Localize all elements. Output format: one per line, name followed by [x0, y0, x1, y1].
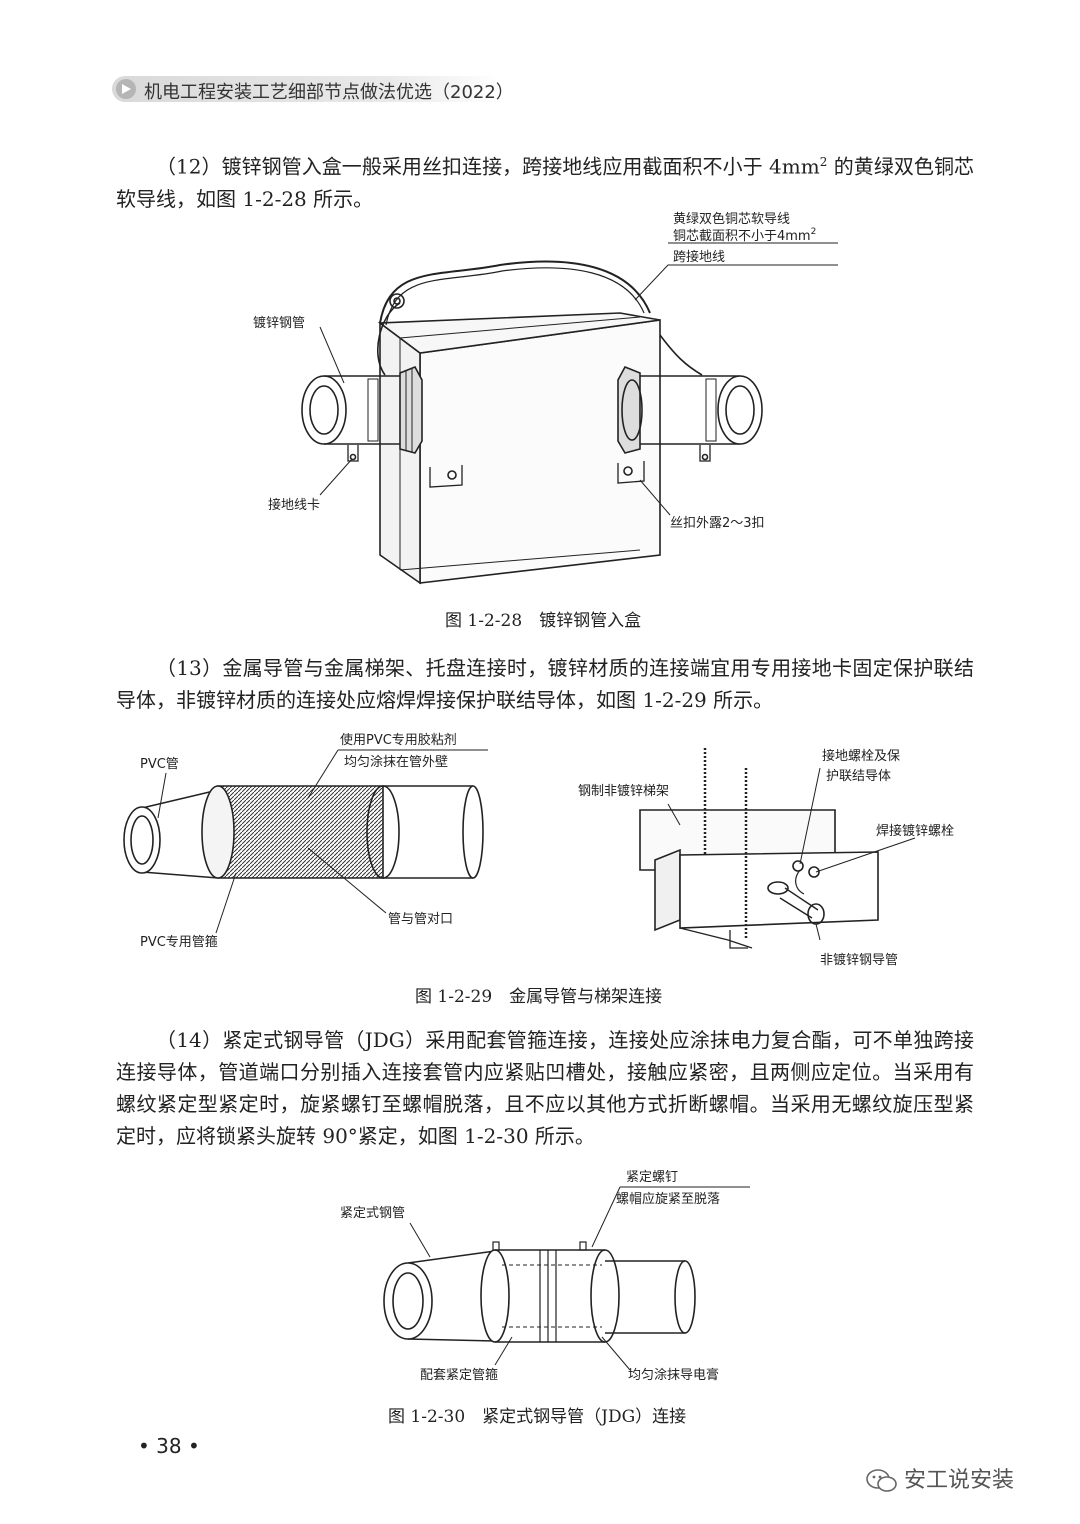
- wechat-icon: [866, 1469, 897, 1492]
- label-ground-bolt-line2: 护联结导体: [826, 769, 891, 784]
- paragraph-14: （14）紧定式钢导管（JDG）采用配套管箍连接，连接处应涂抹电力复合酯，可不单独…: [116, 1028, 974, 1148]
- figure-1-2-28: 镀锌钢管 接地线卡 丝扣外露2～3扣 黄绿双色铜芯软导线 铜芯截面积不小于4mm…: [253, 211, 838, 585]
- paragraph-12-text-b: 的黄绿双色铜芯软导线，如图 1-2-28 所示。: [116, 154, 974, 211]
- label-nongalvanized-pipe: 非镀锌钢导管: [820, 952, 898, 968]
- label-glue-line1: 使用PVC专用胶粘剂: [340, 732, 457, 748]
- label-glue-line2: 均匀涂抹在管外壁: [344, 754, 448, 770]
- label-galvanized-pipe: 镀锌钢管: [253, 315, 305, 331]
- label-wire-line1: 黄绿双色铜芯软导线: [673, 211, 790, 227]
- label-jdg-pipe: 紧定式钢管: [340, 1206, 405, 1221]
- paragraph-12: （12）镀锌钢管入盒一般采用丝扣连接，跨接地线应用截面积不小于 4mm2 的黄绿…: [116, 146, 974, 215]
- arrow-icon: [116, 79, 136, 99]
- figure-1-2-29-tray: 钢制非镀锌梯架 接地螺栓及保 护联结导体 焊接镀锌螺栓 非镀锌钢导管: [578, 748, 954, 968]
- label-wire-line2: 铜芯截面积不小于4mm2: [673, 227, 816, 244]
- paragraph-12-text-a: （12）镀锌钢管入盒一般采用丝扣连接，跨接地线应用截面积不小于 4mm: [156, 154, 820, 179]
- label-set-screw-line1: 紧定螺钉: [626, 1170, 678, 1185]
- label-ground-clamp: 接地线卡: [268, 497, 320, 513]
- paragraph-13: （13）金属导管与金属梯架、托盘连接时，镀锌材质的连接端宜用专用接地卡固定保护联…: [116, 656, 974, 712]
- label-set-screw-line2: 螺帽应旋紧至脱落: [616, 1191, 720, 1207]
- label-steel-tray: 钢制非镀锌梯架: [578, 783, 669, 799]
- figure-1-2-30: 紧定式钢管 紧定螺钉 螺帽应旋紧至脱落 配套紧定管箍 均匀涂抹导电膏: [340, 1170, 750, 1383]
- paragraph-12-superscript: 2: [819, 155, 828, 169]
- figure-1-2-29-pvc: PVC管 使用PVC专用胶粘剂 均匀涂抹在管外壁 管与管对口 PVC专用管箍: [123, 732, 488, 950]
- header-bar: [112, 76, 502, 102]
- figure-1-2-28-caption: 图 1-2-28 镀锌钢管入盒: [445, 611, 642, 631]
- watermark-text: 安工说安装: [904, 1468, 1015, 1493]
- running-header: 机电工程安装工艺细部节点做法优选（2022）: [112, 72, 514, 106]
- label-weld-bolt: 焊接镀锌螺栓: [876, 823, 954, 839]
- label-pvc-pipe: PVC管: [140, 757, 179, 772]
- header-title: 机电工程安装工艺细部节点做法优选（2022）: [144, 82, 514, 103]
- label-pvc-hoop: PVC专用管箍: [140, 934, 218, 950]
- label-thread-exposed: 丝扣外露2～3扣: [670, 516, 765, 531]
- page-number: • 38 •: [138, 1434, 200, 1458]
- label-ground-bolt-line1: 接地螺栓及保: [822, 748, 900, 764]
- label-jumper: 跨接地线: [673, 249, 725, 265]
- watermark: 安工说安装: [866, 1462, 1015, 1493]
- figure-1-2-29-caption: 图 1-2-29 金属导管与梯架连接: [415, 987, 663, 1007]
- label-matching-hoop: 配套紧定管箍: [420, 1367, 498, 1383]
- label-pipe-joint: 管与管对口: [388, 912, 453, 927]
- figure-1-2-30-caption: 图 1-2-30 紧定式钢导管（JDG）连接: [388, 1407, 687, 1427]
- label-conductive-paste: 均匀涂抹导电膏: [628, 1367, 719, 1383]
